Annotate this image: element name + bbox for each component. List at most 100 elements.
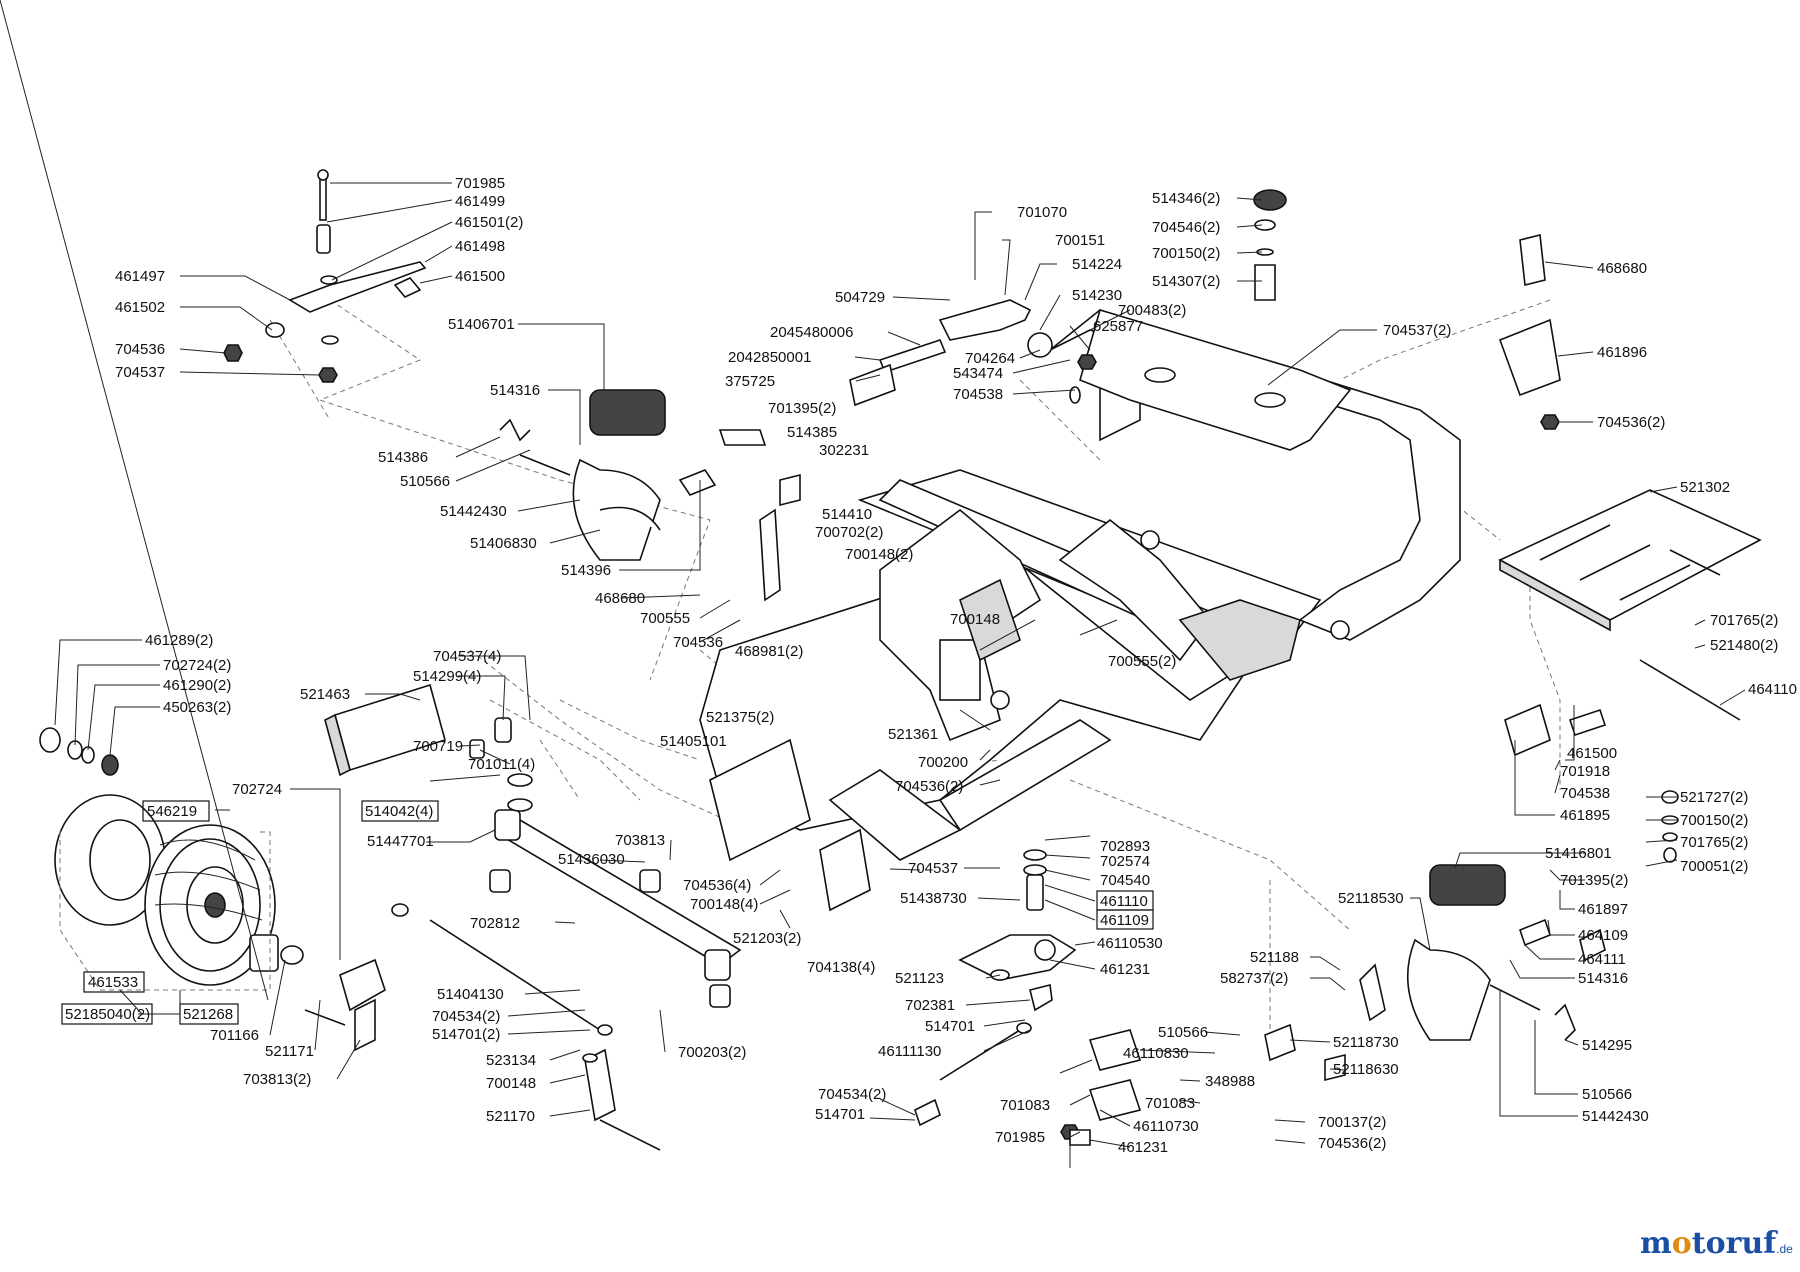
part-label-461497: 461497: [115, 268, 165, 285]
part-label-51436030: 51436030: [558, 851, 625, 868]
part-label-701918: 701918: [1560, 763, 1610, 780]
lower-center-brackets: [914, 1029, 1142, 1146]
part-label-461533: 461533: [88, 974, 138, 991]
part-label-704538: 704538: [953, 386, 1003, 403]
part-label-521171: 521171: [265, 1043, 314, 1060]
part-label-700719: 700719: [413, 738, 463, 755]
part-label-464111: 464111: [1578, 951, 1626, 968]
part-label-703813: 703813: [615, 832, 665, 849]
boxed-label-frames: [61, 800, 1154, 1025]
part-label-51447701: 51447701: [367, 833, 434, 850]
part-label-46111130: 46111130: [878, 1043, 941, 1060]
part-label-704538-b: 704538: [1560, 785, 1610, 802]
part-label-450263: 450263(2): [163, 699, 231, 716]
box-52185040: [61, 1003, 153, 1025]
part-label-2042850001: 2042850001: [728, 349, 811, 366]
part-label-521727: 521727(2): [1680, 789, 1748, 806]
part-label-704537-d: 704537(4): [433, 648, 501, 665]
part-label-514701-c: 514701: [815, 1106, 865, 1123]
front-axle-assembly: [324, 683, 742, 1008]
part-label-51406830: 51406830: [470, 535, 537, 552]
part-label-702381: 702381: [905, 997, 955, 1014]
part-label-701083-b: 701083: [1000, 1097, 1050, 1114]
part-label-461109: 461109: [1100, 912, 1149, 929]
part-label-514316-b: 514316: [1578, 970, 1628, 987]
part-label-461897: 461897: [1578, 901, 1628, 918]
part-label-521463: 521463: [300, 686, 350, 703]
part-label-46110730: 46110730: [1133, 1118, 1199, 1135]
part-label-704536: 704536: [115, 341, 165, 358]
part-label-348988: 348988: [1205, 1073, 1255, 1090]
part-label-51442430-b: 51442430: [1582, 1108, 1649, 1125]
part-label-302231: 302231: [819, 442, 869, 459]
part-label-700203: 700203(2): [678, 1044, 746, 1061]
part-label-514701: 514701: [925, 1018, 975, 1035]
part-label-700702: 700702(2): [815, 524, 883, 541]
part-label-704536-e: 704536(2): [1318, 1135, 1386, 1152]
part-label-701011: 701011(4): [468, 756, 535, 773]
part-label-704537-b: 704537(2): [1383, 322, 1451, 339]
part-label-700137: 700137(2): [1318, 1114, 1386, 1131]
part-label-461500-b: 461500: [1567, 745, 1617, 762]
part-label-702812: 702812: [470, 915, 520, 932]
part-label-523134: 523134: [486, 1052, 536, 1069]
part-label-461500: 461500: [455, 268, 505, 285]
part-label-51442430: 51442430: [440, 503, 507, 520]
part-label-521361: 521361: [888, 726, 938, 743]
part-label-700150: 700150(2): [1152, 245, 1220, 262]
part-label-514385: 514385: [787, 424, 837, 441]
box-461533: [83, 971, 145, 993]
rear-deck-plate: [1498, 489, 1762, 632]
part-label-702893: 702893: [1100, 838, 1150, 855]
part-label-701083: 701083: [1145, 1095, 1195, 1112]
part-label-461231: 461231: [1100, 961, 1150, 978]
part-label-704536-d: 704536(2): [895, 778, 963, 795]
part-label-514224: 514224: [1072, 256, 1122, 273]
part-label-704534-b: 704534(2): [818, 1086, 886, 1103]
part-label-514230: 514230: [1072, 287, 1122, 304]
part-label-701166: 701166: [210, 1027, 259, 1044]
part-label-51405101: 51405101: [660, 733, 727, 750]
part-label-702724-b: 702724: [232, 781, 282, 798]
part-label-514410: 514410: [822, 506, 872, 523]
part-label-514307: 514307(2): [1152, 273, 1220, 290]
part-label-461502: 461502: [115, 299, 165, 316]
part-label-543474: 543474: [953, 365, 1003, 382]
part-label-514295: 514295: [1582, 1037, 1632, 1054]
part-label-704534: 704534(2): [432, 1008, 500, 1025]
part-label-52118530: 52118530: [1338, 890, 1404, 907]
part-label-701765: 701765(2): [1710, 612, 1778, 629]
part-label-700555-b: 700555(2): [1108, 653, 1176, 670]
steering-sector-assembly: [939, 849, 1077, 1081]
part-label-704536-b: 704536: [673, 634, 723, 651]
part-label-702574: 702574: [1100, 853, 1150, 870]
part-label-461231-b: 461231: [1118, 1139, 1168, 1156]
part-label-461498: 461498: [455, 238, 505, 255]
part-label-514299: 514299(4): [413, 668, 481, 685]
part-label-504729: 504729: [835, 289, 885, 306]
right-side-parts: [1264, 659, 1741, 1082]
part-label-51404130: 51404130: [437, 986, 504, 1003]
part-label-700051: 700051(2): [1680, 858, 1748, 875]
part-label-464110: 464110: [1748, 681, 1797, 698]
part-label-701395-b: 701395(2): [1560, 872, 1628, 889]
part-label-521480: 521480(2): [1710, 637, 1778, 654]
part-label-514042: 514042(4): [365, 803, 433, 820]
part-label-521123: 521123: [895, 970, 944, 987]
part-label-704264: 704264: [965, 350, 1015, 367]
part-label-521302: 521302: [1680, 479, 1730, 496]
part-label-46110530: 46110530: [1097, 935, 1163, 952]
part-label-700148-c: 700148(4): [690, 896, 758, 913]
part-label-468981: 468981(2): [735, 643, 803, 660]
part-label-510566: 510566: [400, 473, 450, 490]
motoruf-watermark-logo: motoruf.de: [1640, 1226, 1793, 1261]
box-546219: [142, 800, 210, 822]
part-label-51438730: 51438730: [900, 890, 967, 907]
part-label-700151: 700151: [1055, 232, 1105, 249]
part-label-700150-b: 700150(2): [1680, 812, 1748, 829]
part-label-464109: 464109: [1578, 927, 1628, 944]
part-label-514346: 514346(2): [1152, 190, 1220, 207]
part-label-461895: 461895: [1560, 807, 1610, 824]
part-label-461289: 461289(2): [145, 632, 213, 649]
